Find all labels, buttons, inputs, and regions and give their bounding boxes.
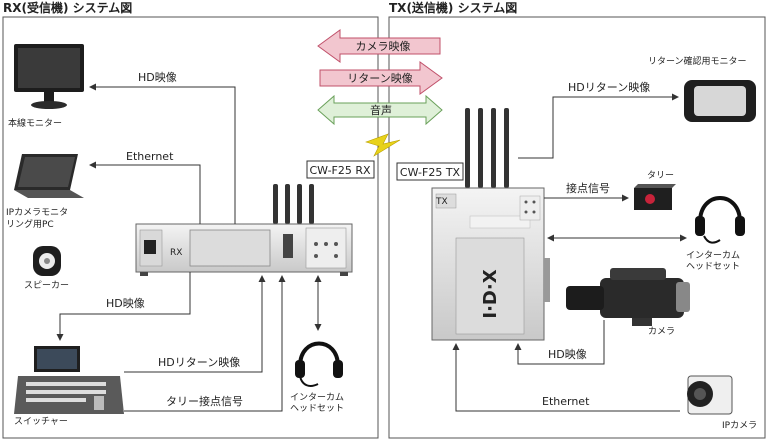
headset-rx-icon	[295, 341, 343, 387]
contact-signal-label: 接点信号	[566, 182, 610, 195]
return-monitor-icon	[684, 80, 756, 122]
speaker-label: スピーカー	[24, 280, 69, 291]
tx-panel-logo: I·D·X	[480, 269, 501, 318]
ip-camera-icon	[687, 375, 733, 415]
main-monitor-icon	[14, 44, 84, 109]
hd-video-to-switcher-arrow	[56, 272, 191, 341]
return-monitor-label: リターン確認用モニター	[648, 55, 747, 67]
hd-video-switcher-label: HD映像	[106, 297, 145, 310]
audio-label: 音声	[370, 103, 392, 117]
ethernet-to-pc-arrow	[89, 161, 201, 224]
tx-device-label-box	[396, 162, 464, 181]
hd-return-arrow	[124, 275, 266, 373]
hd-video-tx-arrow	[514, 320, 605, 365]
tx-title: TX(送信機) システム図	[389, 0, 517, 15]
headset-tx-icon	[695, 196, 745, 244]
camera-video-label: カメラ映像	[356, 40, 411, 53]
rx-panel-frame	[2, 16, 379, 439]
tally-label: タリー	[647, 170, 674, 181]
rx-panel-text: RX	[170, 248, 182, 258]
main-monitor-label: 本線モニター	[8, 117, 62, 129]
rx-device	[135, 184, 353, 276]
switcher-label: スイッチャー	[14, 416, 68, 427]
camera-video-arrow: カメラ映像	[317, 29, 441, 63]
ethernet-tx-arrow	[452, 343, 680, 412]
hd-return-tx-arrow	[518, 93, 679, 159]
camera-label: カメラ	[648, 326, 675, 337]
hd-return-tx-label: HDリターン映像	[568, 81, 650, 94]
tally-signal-label: タリー接点信号	[166, 395, 243, 408]
wireless-lightning-icon	[365, 133, 401, 157]
return-video-arrow: リターン映像	[319, 61, 443, 95]
speaker-icon	[33, 246, 61, 276]
tx-panel-frame	[388, 16, 766, 439]
rx-device-label: CW-F25 RX	[309, 164, 371, 177]
rx-title: RX(受信機) システム図	[3, 0, 132, 15]
laptop-icon	[14, 154, 84, 198]
pc-label-line1: IPカメラモニタ	[6, 207, 68, 218]
return-video-label: リターン映像	[347, 72, 412, 85]
ethernet-tx-label: Ethernet	[542, 395, 590, 408]
camera-icon	[566, 268, 690, 326]
tx-device-label: CW-F25 TX	[400, 166, 461, 179]
rx-device-label-box	[306, 160, 375, 179]
pc-label-line2: リング用PC	[6, 218, 54, 230]
intercom-rx-line2: ヘッドセット	[290, 403, 344, 414]
hd-video-to-monitor-arrow	[89, 83, 236, 224]
tx-device	[431, 108, 550, 341]
tx-panel-text: TX	[435, 197, 448, 207]
intercom-tx-line1: インターカム	[686, 250, 740, 261]
switcher-icon	[14, 346, 124, 414]
intercom-tx-line2: ヘッドセット	[686, 261, 740, 272]
audio-arrow: 音声	[317, 94, 443, 126]
ethernet-rx-label: Ethernet	[126, 150, 174, 163]
tally-icon	[634, 184, 676, 210]
ip-camera-label: IPカメラ	[722, 420, 757, 431]
intercom-rx-line1: インターカム	[290, 392, 344, 403]
hd-video-tx-label: HD映像	[548, 348, 587, 361]
tally-signal-arrow	[124, 275, 286, 412]
hd-return-rx-label: HDリターン映像	[158, 356, 240, 369]
hd-video-top-label: HD映像	[138, 71, 177, 84]
